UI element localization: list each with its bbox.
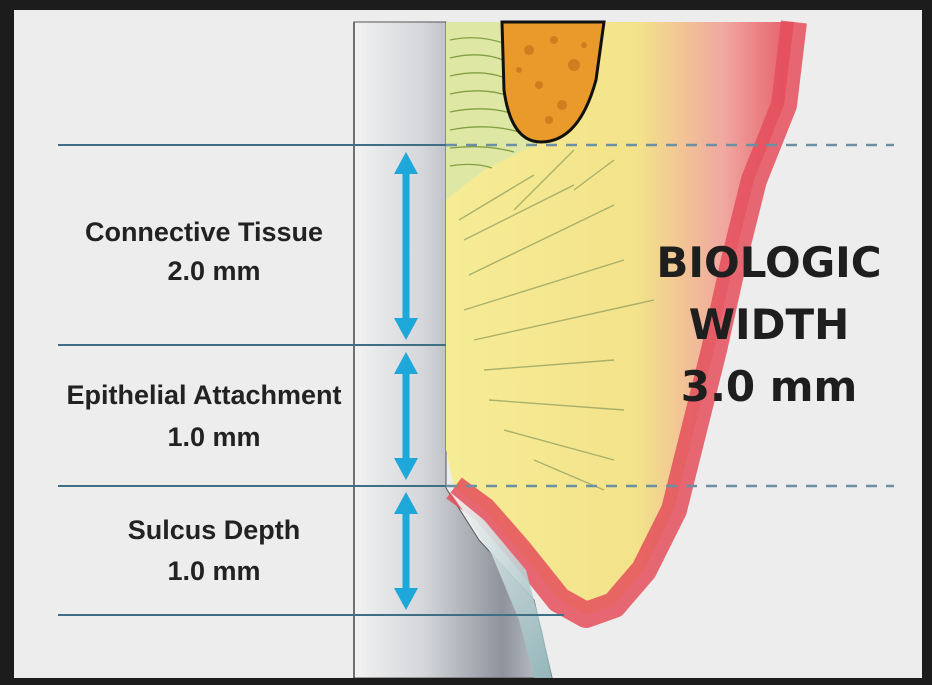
label-epithelial-attachment: Epithelial Attachment (24, 380, 384, 411)
value-epithelial-attachment: 1.0 mm (114, 422, 314, 453)
value-connective-tissue: 2.0 mm (114, 256, 314, 287)
label-connective-tissue: Connective Tissue (54, 217, 354, 248)
diagram-frame: Connective Tissue 2.0 mm Epithelial Atta… (14, 10, 922, 678)
biologic-width-title-line2: WIDTH (624, 300, 914, 349)
biologic-width-title-line1: BIOLOGIC (624, 238, 914, 287)
label-sulcus-depth: Sulcus Depth (84, 515, 344, 546)
biologic-width-value: 3.0 mm (624, 362, 914, 411)
value-sulcus-depth: 1.0 mm (114, 556, 314, 587)
